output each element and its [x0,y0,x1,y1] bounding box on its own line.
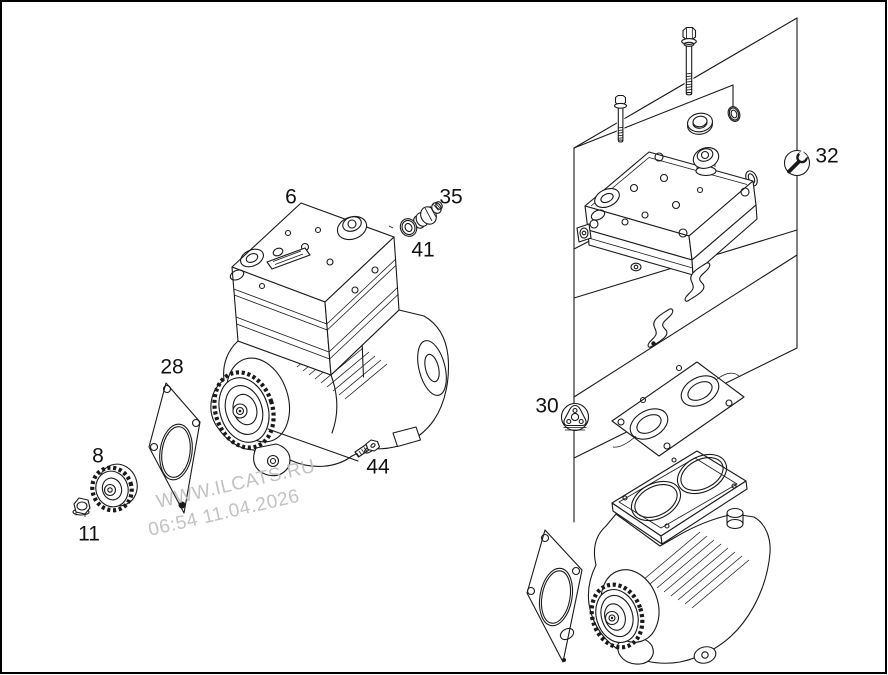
kit-washer-art [687,112,713,135]
callout-32[interactable]: 32 [815,145,838,168]
kit-long-bolt-art [681,26,697,96]
seal-ring-41-art [399,218,418,237]
callout-6[interactable]: 6 [285,186,297,209]
kit-cylinder-head-art [388,147,758,276]
kit-seal-ring-art [727,106,741,122]
callout-41[interactable]: 41 [411,239,434,262]
callout-35[interactable]: 35 [439,186,462,209]
kit-reed-valves-art [647,262,711,348]
repair-kit-symbol-32[interactable] [783,149,811,177]
nut-11-art [72,497,91,517]
kit-short-bolt-art [613,94,628,143]
callout-28[interactable]: 28 [160,356,183,379]
gasket-28-art [148,382,201,514]
kit-cylinder-block-art [587,450,771,665]
block-pulley [589,569,660,650]
kit-bottom-gasket-art [526,529,583,663]
leader-line-44 [267,428,359,462]
main-compressor-art [210,202,449,477]
callout-30[interactable]: 30 [535,395,558,418]
callout-44[interactable]: 44 [366,456,390,479]
gear-8-art [90,463,138,513]
callout-labels: 6 8 11 28 30 32 35 41 44 [78,145,839,546]
callout-8[interactable]: 8 [92,445,104,468]
seal-flange-icon [563,404,587,431]
kit-valve-plate-gasket-art [611,361,745,457]
bolt-44-art [354,439,381,458]
compressor-pulley [212,357,291,450]
wrench-icon [787,150,808,174]
callout-11[interactable]: 11 [78,523,100,546]
seal-flange-symbol-30[interactable] [560,402,590,432]
